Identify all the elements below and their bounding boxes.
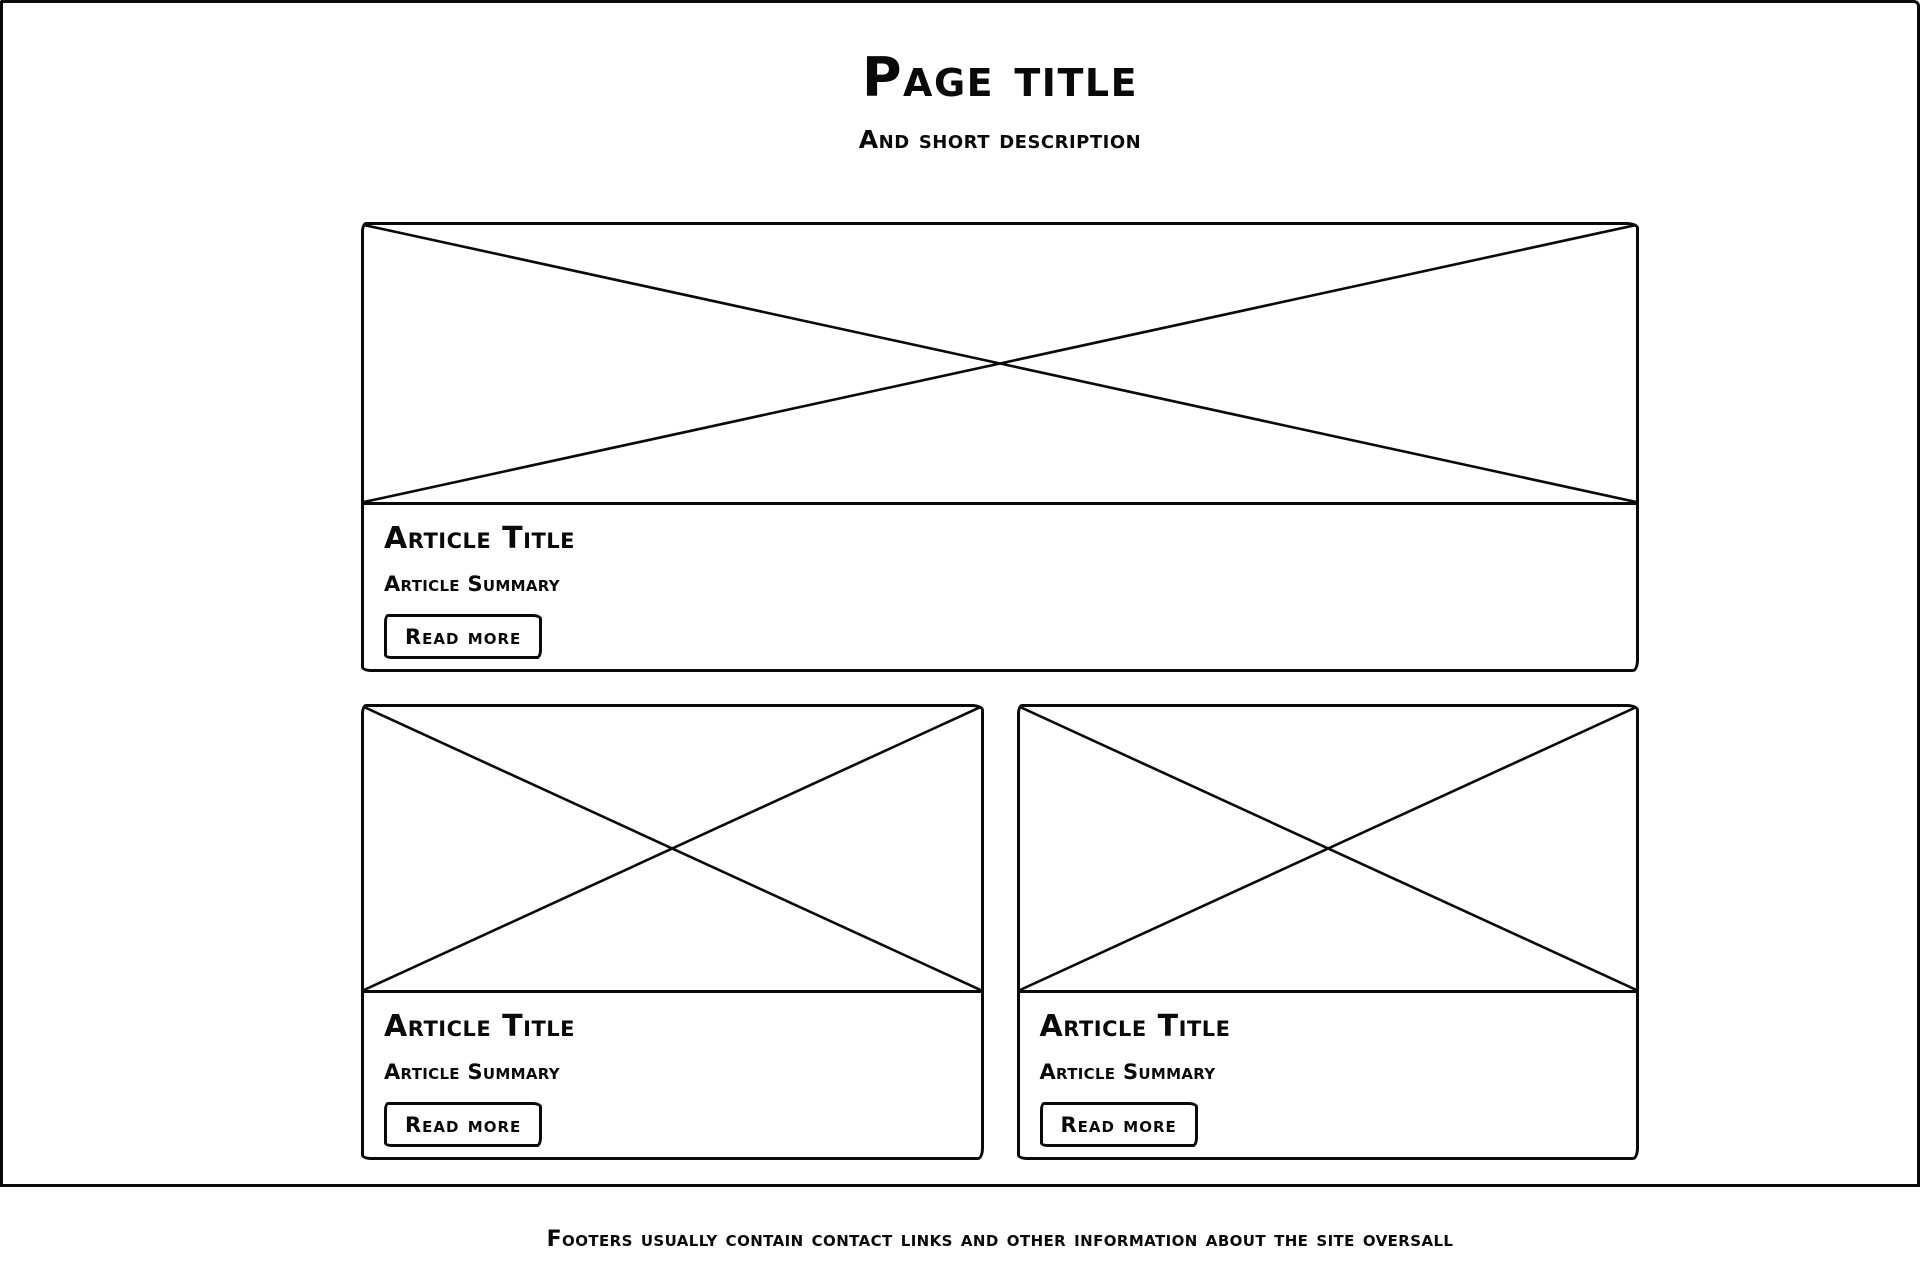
page-description: And short description bbox=[858, 125, 1142, 154]
read-more-button[interactable]: Read more bbox=[384, 614, 543, 659]
image-placeholder-x-icon bbox=[364, 707, 981, 990]
articles-section: Article Title Article Summary Read more … bbox=[361, 222, 1639, 1160]
article-image-placeholder bbox=[364, 707, 981, 993]
image-placeholder-x-icon bbox=[364, 225, 1636, 502]
article-image-placeholder bbox=[1019, 707, 1637, 993]
article-title: Article Title bbox=[384, 1009, 575, 1044]
read-more-button[interactable]: Read more bbox=[384, 1102, 543, 1147]
article-title: Article Title bbox=[384, 521, 575, 556]
footer-text: Footers usually contain contact links an… bbox=[546, 1227, 1454, 1252]
article-summary: Article Summary bbox=[384, 572, 560, 596]
article-body: Article Title Article Summary Read more bbox=[364, 993, 981, 1163]
page-header: Page title And short description bbox=[361, 0, 1639, 154]
featured-article-card: Article Title Article Summary Read more bbox=[361, 222, 1639, 672]
secondary-article-card-right: Article Title Article Summary Read more bbox=[1016, 704, 1639, 1163]
image-placeholder-x-icon bbox=[1020, 707, 1637, 990]
read-more-button[interactable]: Read more bbox=[1039, 1102, 1198, 1147]
featured-article-body: Article Title Article Summary Read more bbox=[364, 505, 1636, 675]
page-footer: Footers usually contain contact links an… bbox=[0, 1184, 1920, 1280]
article-body: Article Title Article Summary Read more bbox=[1020, 993, 1637, 1163]
secondary-article-card-left: Article Title Article Summary Read more bbox=[361, 704, 984, 1160]
article-title: Article Title bbox=[1039, 1009, 1231, 1044]
article-summary: Article Summary bbox=[1039, 1060, 1216, 1084]
featured-article-image-placeholder bbox=[364, 225, 1636, 505]
article-summary: Article Summary bbox=[384, 1060, 560, 1084]
page-title: Page title bbox=[861, 46, 1139, 109]
secondary-articles-row: Article Title Article Summary Read more … bbox=[361, 704, 1639, 1160]
